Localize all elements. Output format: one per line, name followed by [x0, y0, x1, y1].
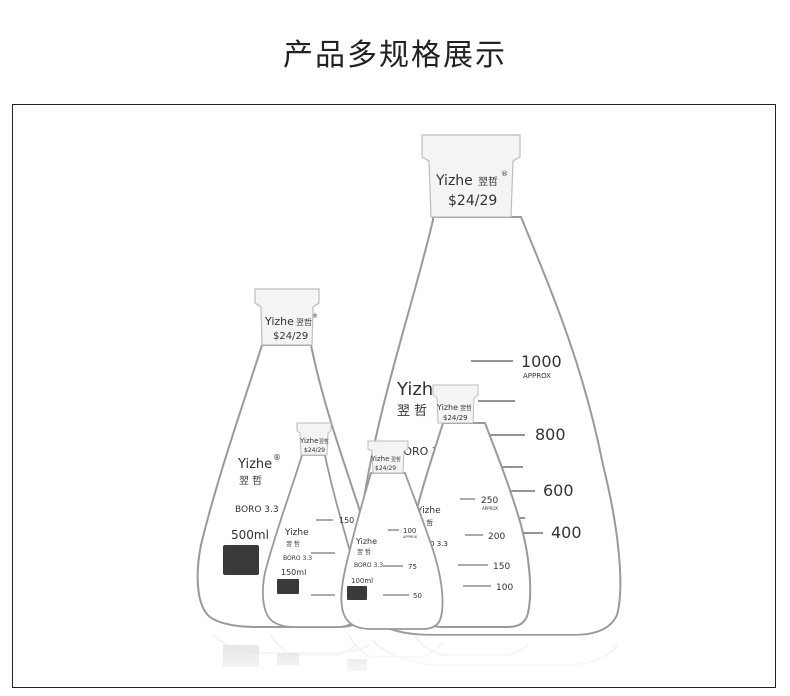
flask-1000-stopper	[421, 134, 521, 218]
flask-250-body-brand-cn: 翌 哲	[417, 518, 433, 527]
reflection-fade	[13, 635, 775, 687]
flask-100-stopper-brand: Yizhe	[370, 455, 389, 463]
flask-1000-joint-size: $24/29	[448, 193, 497, 209]
flask-100-volume: 100ml	[351, 577, 373, 585]
flask-100-boro: BORO 3.3	[354, 562, 383, 569]
flask-150-stopper-brand-cn: 翌哲	[319, 439, 329, 445]
flask-500-boro: BORO 3.3	[235, 505, 279, 515]
page-title: 产品多规格展示	[283, 38, 507, 73]
flask-150-grad-150: 150	[339, 516, 354, 525]
flask-250-approx: APPROX	[482, 506, 498, 511]
flask-1000-stopper-brand: Yizhe	[435, 173, 473, 189]
flask-250-grad-100: 100	[496, 583, 513, 593]
flask-100-joint-size: $24/29	[375, 465, 396, 472]
flask-250-joint-size: $24/29	[443, 414, 468, 422]
flask-1000-reg-mark: ®	[501, 170, 508, 178]
flask-250-grad-200: 200	[488, 532, 505, 542]
product-photo: Yizhe 翌哲 ® $24/29 1000 APPROX 800 600 40…	[12, 104, 776, 688]
flask-150-joint-size: $24/29	[304, 447, 325, 454]
flask-100-label-box	[347, 586, 367, 600]
flask-1000-grad-1000: 1000	[521, 352, 562, 371]
flask-150ml: Yizhe 翌哲 $24/29 150 Yizhe 翌 哲 BORO 3.3 1…	[262, 422, 361, 628]
flask-150-body-brand-cn: 翌 哲	[286, 541, 300, 548]
flask-100-stopper-brand-cn: 翌哲	[391, 457, 401, 463]
flask-100-approx: APPROX	[403, 535, 418, 539]
flask-1000-stopper-brand-cn: 翌哲	[478, 176, 498, 188]
flask-1000-approx: APPROX	[523, 372, 551, 380]
flask-1000-grad-600: 600	[543, 481, 574, 500]
flask-1000-body-brand-cn: 翌 哲	[397, 404, 427, 419]
flask-150-stopper	[296, 422, 332, 456]
flask-500-stopper-brand: Yizhe	[264, 315, 294, 328]
flask-500-reg-mark: ®	[312, 313, 318, 320]
flask-150-body-brand: Yizhe	[284, 528, 309, 538]
flask-250-grad-150: 150	[493, 562, 510, 572]
flask-100-body-brand-cn: 翌 哲	[357, 549, 371, 556]
flask-150-stopper-brand: Yizhe	[299, 437, 318, 445]
flask-250-stopper-brand: Yizhe	[436, 403, 458, 412]
flask-100-stopper	[367, 440, 409, 474]
flask-500-joint-size: $24/29	[273, 331, 308, 342]
flask-500-volume: 500ml	[231, 528, 269, 542]
flask-500-reg-mark-body: ®	[273, 453, 281, 462]
flask-100-grad-100: 100	[403, 527, 416, 535]
flask-150-label-box	[277, 579, 299, 594]
flask-1000-grad-800: 800	[535, 425, 566, 444]
flask-250-stopper	[432, 384, 479, 424]
flask-250-grad-250: 250	[481, 496, 498, 506]
flask-500-body-brand: Yizhe	[237, 457, 272, 472]
flask-100-body-brand: Yizhe	[355, 537, 377, 546]
flask-1000-body-brand: Yizhe	[396, 379, 444, 400]
flask-500-stopper	[254, 288, 320, 346]
flask-100ml: Yizhe 翌哲 $24/29 100 APPROX 75 50 Yizhe 翌…	[340, 440, 444, 630]
flask-100-grad-75: 75	[408, 563, 417, 571]
flask-150-boro: BORO 3.3	[283, 555, 312, 562]
flask-illustration: Yizhe 翌哲 ® $24/29 1000 APPROX 800 600 40…	[13, 134, 775, 687]
flask-150-volume: 150ml	[281, 568, 306, 577]
flask-250-stopper-brand-cn: 翌哲	[460, 405, 472, 412]
flask-250-body-brand: Yizhe	[416, 506, 441, 516]
flask-100-grad-50: 50	[413, 592, 422, 600]
flask-500-stopper-brand-cn: 翌哲	[296, 318, 312, 327]
flask-1000-grad-400: 400	[551, 523, 582, 542]
flask-500-body-brand-cn: 翌 哲	[239, 475, 262, 487]
flask-500-label-box	[223, 545, 259, 575]
